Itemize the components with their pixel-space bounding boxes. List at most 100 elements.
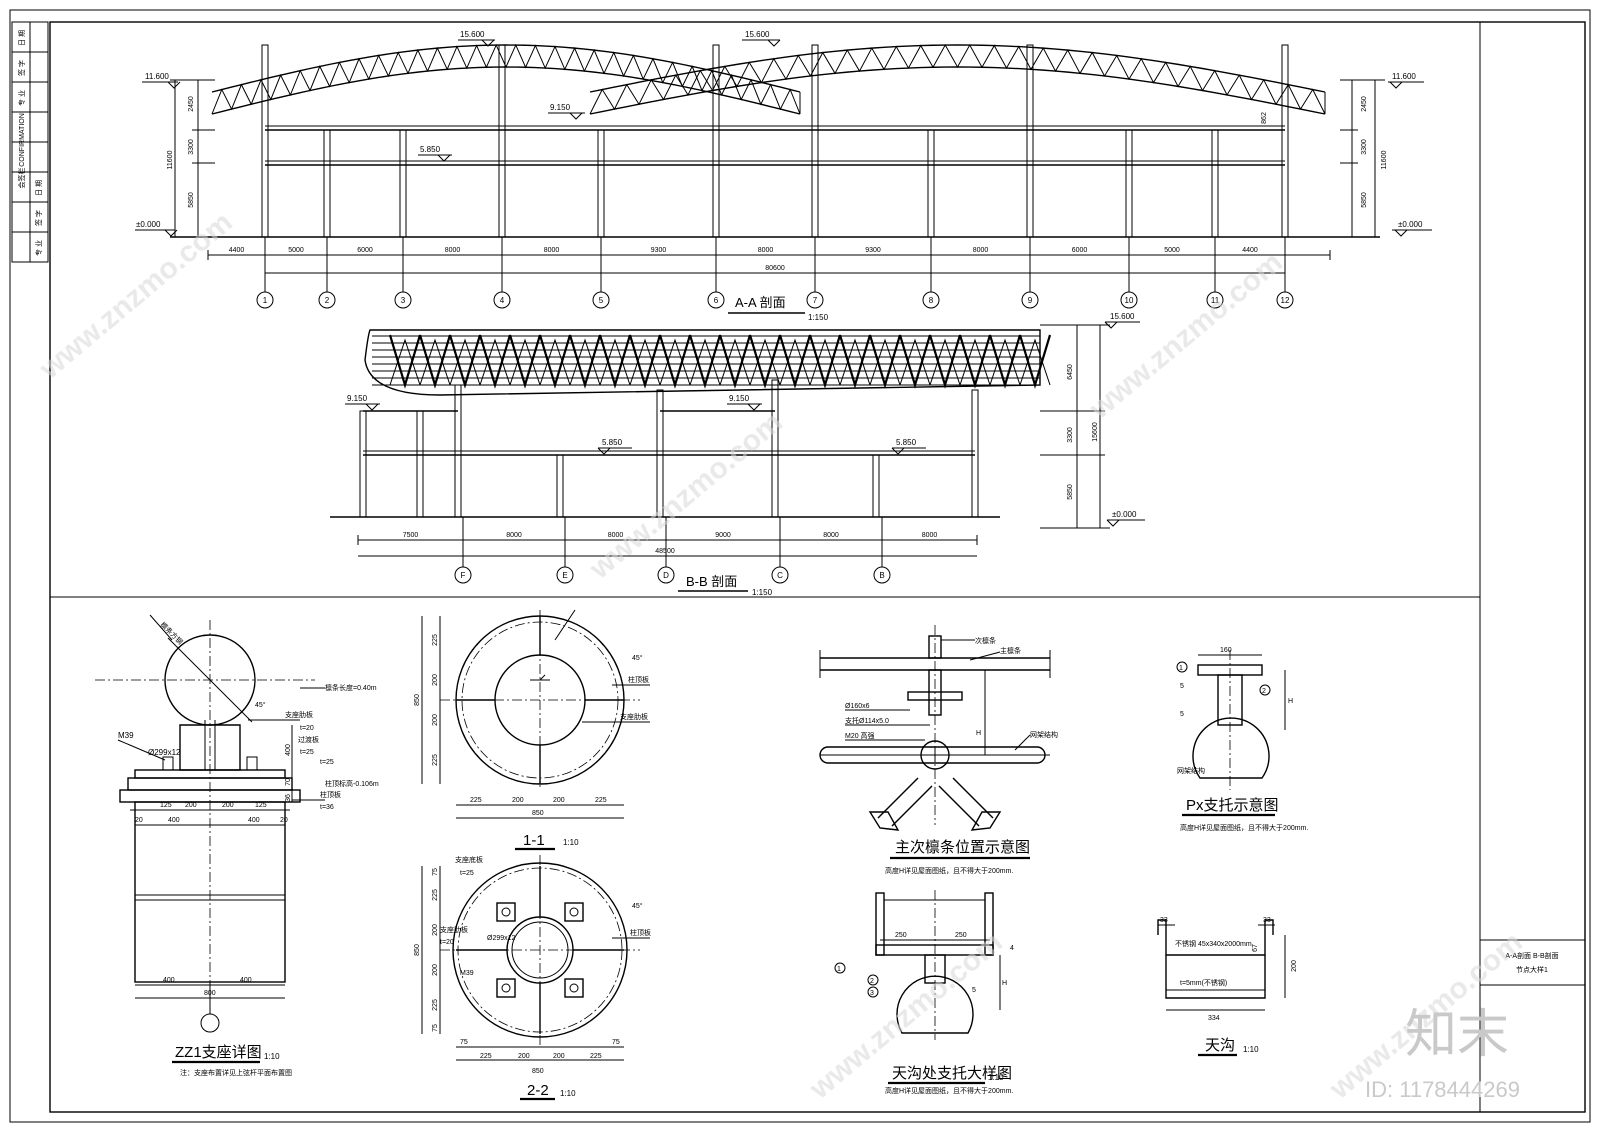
aa-column-9 [1026, 44, 1034, 238]
d11-scale: 1:10 [563, 838, 579, 847]
aa-truss-right-web [589, 44, 1326, 115]
aa-frame [261, 44, 1289, 238]
aa-bay-dim: 9300 [865, 247, 881, 254]
bb-truss-web-2 [719, 338, 751, 386]
d22-title: 2-2 [527, 1082, 549, 1099]
svg-text:850: 850 [532, 1068, 544, 1075]
svg-text:主檩条: 主檩条 [1000, 646, 1021, 655]
svg-text:125: 125 [160, 802, 172, 809]
svg-text:1: 1 [837, 966, 841, 973]
svg-text:M39: M39 [118, 731, 134, 740]
svg-text:9.150: 9.150 [550, 103, 571, 112]
bb-column [416, 410, 424, 518]
aa-axis-bubble [1120, 291, 1138, 309]
svg-text:225: 225 [595, 797, 607, 804]
purlin-title: 主次檩条位置示意图 [895, 838, 1030, 856]
svg-text:支座肋板: 支座肋板 [285, 710, 313, 719]
bb-truss-web-2 [869, 338, 901, 386]
svg-text:850: 850 [414, 694, 421, 706]
bb-truss-web-2 [959, 338, 991, 386]
gutter-support-ball [896, 975, 974, 1034]
svg-text:2: 2 [1262, 688, 1266, 695]
svg-text:15.600: 15.600 [745, 30, 770, 39]
aa-axis-bubble [493, 291, 511, 309]
bb-truss-web-2 [659, 338, 691, 386]
purlin-note: 高度H详见屋面图纸，且不得大于200mm. [885, 866, 1013, 875]
strip-text-5: 会签栏 [17, 168, 26, 189]
aa-axis-label: 7 [813, 296, 818, 305]
aa-bay-dim: 8000 [445, 247, 461, 254]
aa-vdim-862: 862 [1261, 112, 1268, 124]
svg-text:网架结构: 网架结构 [1030, 730, 1058, 739]
svg-text:225: 225 [590, 1053, 602, 1060]
svg-text:200: 200 [512, 797, 524, 804]
bb-column [872, 454, 880, 518]
px-note: 高度H详见屋面图纸，且不得大于200mm. [1180, 823, 1308, 832]
aa-roof-truss [211, 43, 1326, 115]
bb-truss-web-2 [779, 338, 811, 386]
svg-text:850: 850 [414, 944, 421, 956]
gutter-support-scale: 1:10 [988, 1073, 1004, 1082]
bb-bay-dim: 8000 [608, 532, 624, 539]
svg-text:柱顶板: 柱顶板 [630, 928, 651, 937]
svg-text:t=36: t=36 [320, 804, 334, 811]
svg-text:柱顶标高-0.106m: 柱顶标高-0.106m [325, 779, 379, 788]
bb-axis-label: E [562, 571, 567, 580]
svg-text:225: 225 [432, 634, 439, 646]
svg-text:Ø160x6: Ø160x6 [845, 703, 870, 710]
svg-text:9.150: 9.150 [347, 394, 368, 403]
svg-text:33: 33 [1263, 917, 1271, 924]
svg-text:H: H [1288, 698, 1293, 705]
section-aa: 2450 3300 5850 11600 2450 3300 5850 1160… [135, 30, 1432, 322]
d11-title: 1-1 [523, 832, 545, 849]
svg-text:400: 400 [163, 977, 175, 984]
aa-axis-bubble [256, 291, 274, 309]
bb-elev-top: 15.600 [1104, 312, 1140, 329]
svg-text:M20 高强: M20 高强 [845, 731, 875, 740]
svg-text:160: 160 [1220, 647, 1232, 654]
svg-text:75: 75 [432, 1024, 439, 1032]
aa-vdim-right-2: 3300 [1361, 139, 1368, 155]
aa-axis-bubble [1206, 291, 1224, 309]
zz1-title: ZZ1支座详图 [175, 1044, 262, 1061]
detail-zz1: 檩条方钢 125 200 200 125 20 400 400 20 400 4 [95, 614, 379, 1077]
bb-truss-outline [364, 329, 1041, 396]
svg-text:225: 225 [432, 754, 439, 766]
svg-text:200: 200 [518, 1053, 530, 1060]
d22-bolt-3 [496, 978, 516, 998]
px-ball [1192, 717, 1270, 779]
watermark-id: ID: 1178444269 [1365, 1077, 1520, 1102]
detail-px: 160 1 2 5 5 H 网架结构 Px支托示意图 高度H详见屋面图纸，且不得… [1176, 647, 1308, 832]
svg-text:15.600: 15.600 [1110, 312, 1135, 321]
gutter-support-note: 高度H详见屋面图纸，且不得大于200mm. [885, 1086, 1013, 1095]
bb-bay-dim: 9000 [715, 532, 731, 539]
aa-bay-dim: 4400 [229, 247, 245, 254]
zz1-note: 注：支座布置详见上弦杆平面布置图 [180, 1068, 292, 1077]
bb-truss-web-2 [989, 338, 1021, 386]
aa-axis-label: 1 [263, 296, 268, 305]
aa-axis-label: 8 [929, 296, 934, 305]
svg-text:9.150: 9.150 [729, 394, 750, 403]
svg-text:t=25: t=25 [460, 870, 474, 877]
title-block-line-2: 节点大样1 [1516, 965, 1548, 974]
strip-text-3: 专 业 [17, 90, 26, 106]
svg-text:柱顶板: 柱顶板 [628, 675, 649, 684]
bb-elev-ground: ±0.000 [1106, 510, 1145, 527]
aa-axis-label: 2 [325, 296, 330, 305]
svg-text:36: 36 [285, 794, 292, 802]
bb-column [556, 454, 564, 518]
svg-text:200: 200 [432, 674, 439, 686]
aa-vdim-right-1: 2450 [1361, 96, 1368, 112]
bb-axis-label: F [461, 571, 466, 580]
watermark-brand: 知末 [1405, 1006, 1509, 1064]
aa-bay-dim: 6000 [357, 247, 373, 254]
bb-truss-web-2 [599, 338, 631, 386]
svg-text:±0.000: ±0.000 [1112, 510, 1137, 519]
svg-text:75: 75 [612, 1039, 620, 1046]
aa-elev-floor: 5.850 [418, 145, 452, 162]
zz1-axis-bubble [200, 1013, 220, 1033]
bb-truss-web-2 [839, 338, 871, 386]
d22-scale: 1:10 [560, 1089, 576, 1098]
